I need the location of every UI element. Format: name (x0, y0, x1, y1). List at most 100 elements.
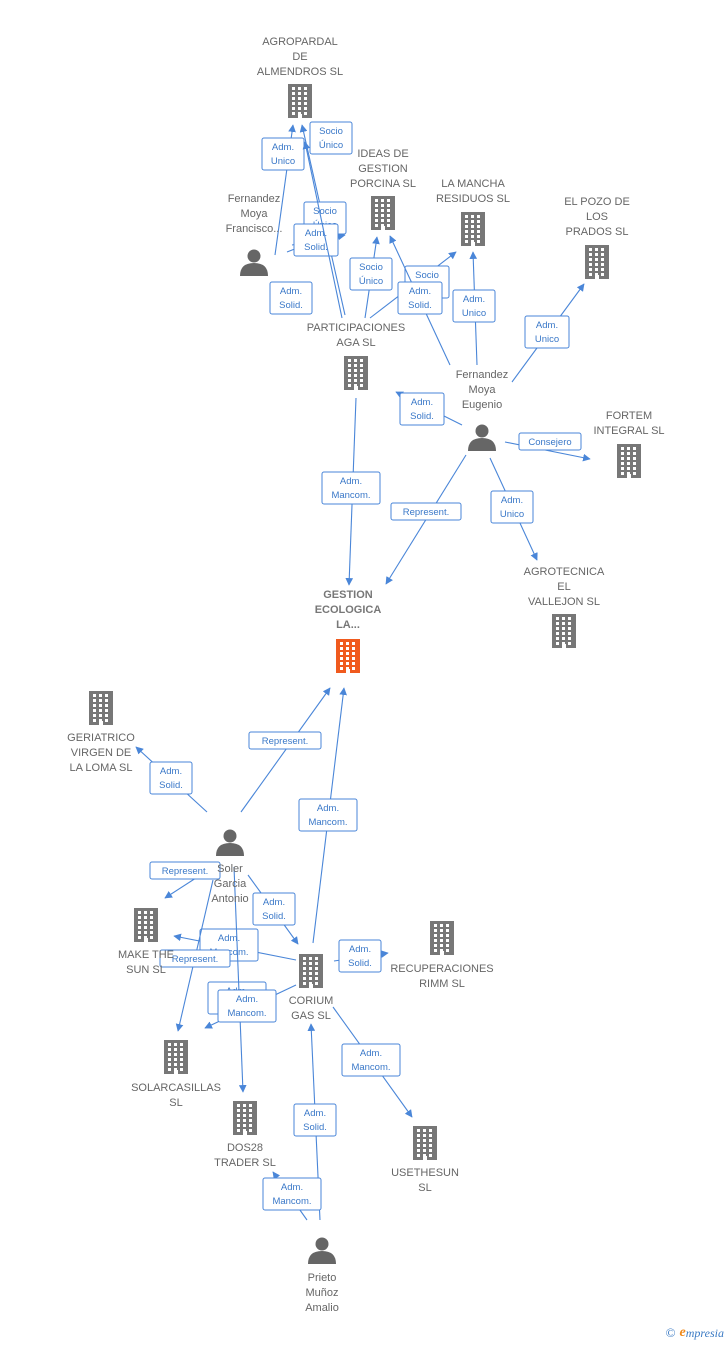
relation-label-box[interactable] (217, 989, 277, 1023)
relation-label-box[interactable] (338, 939, 382, 973)
relation-label[interactable]: Adm.Mancom. (298, 798, 358, 832)
node-label[interactable]: Prieto (308, 1272, 337, 1284)
person-icon[interactable] (308, 1237, 336, 1265)
building-icon[interactable] (585, 245, 609, 279)
relation-label-box[interactable] (149, 861, 221, 880)
relation-label-box[interactable] (518, 432, 582, 451)
node-label[interactable]: ALMENDROS SL (257, 66, 343, 78)
relation-label-box[interactable] (248, 731, 322, 750)
relation-label[interactable]: Adm.Solid. (252, 892, 296, 926)
node-label[interactable]: GESTION (323, 589, 373, 601)
relation-label-box[interactable] (269, 281, 313, 315)
node-label[interactable]: DOS28 (227, 1142, 263, 1154)
node-label[interactable]: RIMM SL (419, 978, 465, 990)
relation-label[interactable]: Represent. (248, 731, 322, 750)
node-label[interactable]: Garcia (214, 878, 247, 890)
building-icon[interactable] (617, 444, 641, 478)
relation-label-box[interactable] (293, 1103, 337, 1137)
relation-label-box[interactable] (399, 392, 445, 426)
building-icon[interactable] (552, 614, 576, 648)
node-label[interactable]: PRADOS SL (566, 226, 629, 238)
relation-label[interactable]: Adm.Unico (490, 490, 534, 524)
relation-label[interactable]: Adm.Unico (452, 289, 496, 323)
relation-label-box[interactable] (309, 121, 353, 155)
person-icon[interactable] (468, 424, 496, 452)
node-label[interactable]: LA LOMA SL (70, 762, 133, 774)
node-usethesun[interactable]: USETHESUN SL (391, 1126, 459, 1194)
relation-label-box[interactable] (524, 315, 570, 349)
node-label[interactable]: PARTICIPACIONES (307, 322, 405, 334)
relation-label[interactable]: Adm.Solid. (397, 281, 443, 315)
node-gestion[interactable]: GESTION ECOLOGICA LA... (315, 589, 382, 673)
relation-label-box[interactable] (298, 798, 358, 832)
relation-label-box[interactable] (341, 1043, 401, 1077)
relation-label[interactable]: Adm.Solid. (399, 392, 445, 426)
relation-label[interactable]: Adm.Mancom. (321, 471, 381, 505)
node-label[interactable]: Moya (241, 208, 269, 220)
node-label[interactable]: SL (418, 1182, 431, 1194)
relation-label[interactable]: Adm.Solid. (269, 281, 313, 315)
person-icon[interactable] (240, 249, 268, 277)
node-label[interactable]: ECOLOGICA (315, 604, 382, 616)
relation-label-box[interactable] (262, 1177, 322, 1211)
node-participaciones[interactable]: PARTICIPACIONES AGA SL (307, 322, 405, 390)
relation-label[interactable]: Adm.Unico (261, 137, 305, 171)
building-icon[interactable] (371, 196, 395, 230)
node-label[interactable]: Eugenio (462, 399, 502, 411)
node-label[interactable]: LA... (336, 619, 360, 631)
node-label[interactable]: USETHESUN (391, 1167, 459, 1179)
node-label[interactable]: SUN SL (126, 964, 166, 976)
building-icon[interactable] (344, 356, 368, 390)
relation-label-box[interactable] (452, 289, 496, 323)
node-label[interactable]: AGA SL (336, 337, 375, 349)
building-icon[interactable] (89, 691, 113, 725)
relation-label[interactable]: Adm.Mancom. (262, 1177, 322, 1211)
relation-label[interactable]: Represent. (149, 861, 221, 880)
relation-label[interactable]: Adm.Mancom. (217, 989, 277, 1023)
node-label[interactable]: Muñoz (305, 1287, 338, 1299)
relation-label-box[interactable] (321, 471, 381, 505)
node-label[interactable]: Moya (469, 384, 497, 396)
relation-label[interactable]: Adm.Unico (524, 315, 570, 349)
node-label[interactable]: MAKE THE (118, 949, 174, 961)
building-icon[interactable] (164, 1040, 188, 1074)
relation-label[interactable]: Adm.Solid. (293, 223, 339, 257)
node-label[interactable]: Soler (217, 863, 243, 875)
relation-label[interactable]: Represent. (390, 502, 462, 521)
node-label[interactable]: VALLEJON SL (528, 596, 600, 608)
node-label[interactable]: RESIDUOS SL (436, 193, 510, 205)
building-icon[interactable] (299, 954, 323, 988)
node-label[interactable]: Francisco... (226, 223, 283, 235)
relation-label-box[interactable] (397, 281, 443, 315)
relation-label[interactable]: Represent. (159, 949, 231, 968)
building-icon[interactable] (134, 908, 158, 942)
node-label[interactable]: GESTION (358, 163, 408, 175)
node-label[interactable]: FORTEM (606, 410, 652, 422)
node-label[interactable]: LA MANCHA (441, 178, 505, 190)
relation-label[interactable]: Adm.Solid. (338, 939, 382, 973)
node-label[interactable]: TRADER SL (214, 1157, 276, 1169)
node-label[interactable]: AGROTECNICA (524, 566, 605, 578)
node-label[interactable]: Fernandez (456, 369, 509, 381)
node-make[interactable]: MAKE THE SUN SL (118, 908, 174, 976)
relation-label[interactable]: Adm.Solid. (293, 1103, 337, 1137)
relation-label[interactable]: Adm.Solid. (149, 761, 193, 795)
building-icon[interactable] (233, 1101, 257, 1135)
relation-label-box[interactable] (349, 257, 393, 291)
node-label[interactable]: Amalio (305, 1302, 339, 1314)
relation-label-box[interactable] (159, 949, 231, 968)
node-label[interactable]: Antonio (211, 893, 248, 905)
node-label[interactable]: RECUPERACIONES (390, 963, 493, 975)
node-label[interactable]: INTEGRAL SL (593, 425, 664, 437)
